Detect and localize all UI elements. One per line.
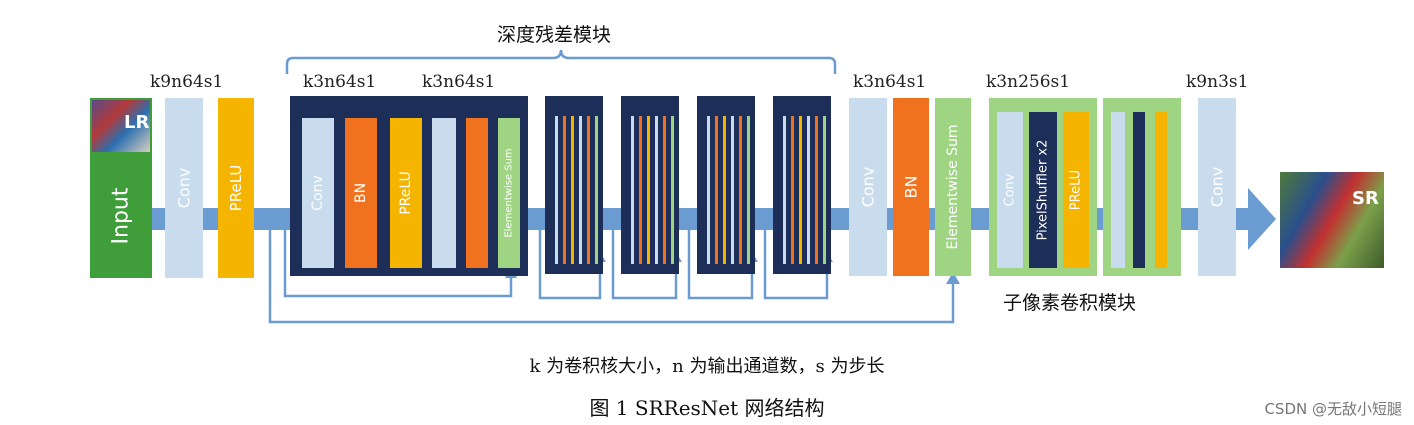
conv-block-post: Conv <box>849 98 887 276</box>
figure-caption: 图 1 SRResNet 网络结构 <box>589 396 825 420</box>
res-elementwise-sum: Elementwise Sum <box>498 118 520 268</box>
sub-prelu: PReLU <box>1063 112 1089 268</box>
res-sum-label: Elementwise Sum <box>503 148 515 238</box>
lr-label: LR <box>124 112 150 133</box>
res-prelu: PReLU <box>390 118 422 268</box>
residual-block-collapsed-3 <box>697 96 755 274</box>
kernel-label-4: k3n64s1 <box>853 72 927 92</box>
bn-label: BN <box>901 175 921 199</box>
legend-caption: k 为卷积核大小，n 为输出通道数，s 为步长 <box>529 356 885 377</box>
kernel-label-6: k9n3s1 <box>1186 72 1249 92</box>
sub-conv-label: Conv <box>1002 173 1018 207</box>
sub-conv: Conv <box>997 112 1023 268</box>
kernel-label-3: k3n64s1 <box>422 72 496 92</box>
sr-label: SR <box>1352 188 1379 209</box>
res-conv-label: Conv <box>310 175 326 211</box>
conv-label: Conv <box>858 166 878 208</box>
lr-image-thumbnail <box>92 100 150 152</box>
res-bn-2 <box>466 118 488 268</box>
pixel-shuffler-label: PixelShuffler x2 <box>1035 139 1051 241</box>
residual-block-expanded: Conv BN PReLU Elementwise Sum <box>290 96 528 276</box>
res-bn-label: BN <box>353 182 369 204</box>
subpixel-block-expanded: Conv PixelShuffler x2 PReLU <box>989 98 1097 276</box>
output-arrowhead <box>1248 188 1276 250</box>
residual-module-bracket <box>285 49 837 74</box>
res-conv-2 <box>432 118 456 268</box>
res-bn-1: BN <box>345 118 377 268</box>
res-prelu-label: PReLU <box>398 171 414 215</box>
kernel-label-1: k9n64s1 <box>150 72 224 92</box>
residual-block-collapsed-2 <box>621 96 679 274</box>
elementwise-sum-block: Elementwise Sum <box>935 98 971 276</box>
prelu-label: PReLU <box>227 164 245 212</box>
kernel-label-2: k3n64s1 <box>303 72 377 92</box>
input-label: Input <box>108 187 134 245</box>
input-block: LR Input <box>90 98 152 278</box>
sub-prelu-label: PReLU <box>1068 169 1084 211</box>
residual-block-collapsed-1 <box>545 96 603 274</box>
sr-output-image: SR <box>1280 172 1384 268</box>
subpixel-module-title: 子像素卷积模块 <box>1003 292 1137 314</box>
conv-label: Conv <box>174 167 194 209</box>
conv-block-final: Conv <box>1198 98 1236 276</box>
kernel-label-5: k3n256s1 <box>986 72 1071 92</box>
bn-block-post: BN <box>893 98 929 276</box>
watermark: CSDN @无敌小短腿 <box>1264 400 1402 418</box>
sub-pixel-shuffler: PixelShuffler x2 <box>1029 112 1057 268</box>
conv-block-first: Conv <box>165 98 203 278</box>
conv-label: Conv <box>1207 166 1227 208</box>
residual-block-collapsed-4 <box>773 96 831 274</box>
prelu-block-first: PReLU <box>218 98 254 278</box>
elementwise-sum-label: Elementwise Sum <box>945 124 961 250</box>
subpixel-block-collapsed <box>1103 98 1181 276</box>
res-conv-1: Conv <box>302 118 334 268</box>
residual-module-title: 深度残差模块 <box>497 24 612 46</box>
